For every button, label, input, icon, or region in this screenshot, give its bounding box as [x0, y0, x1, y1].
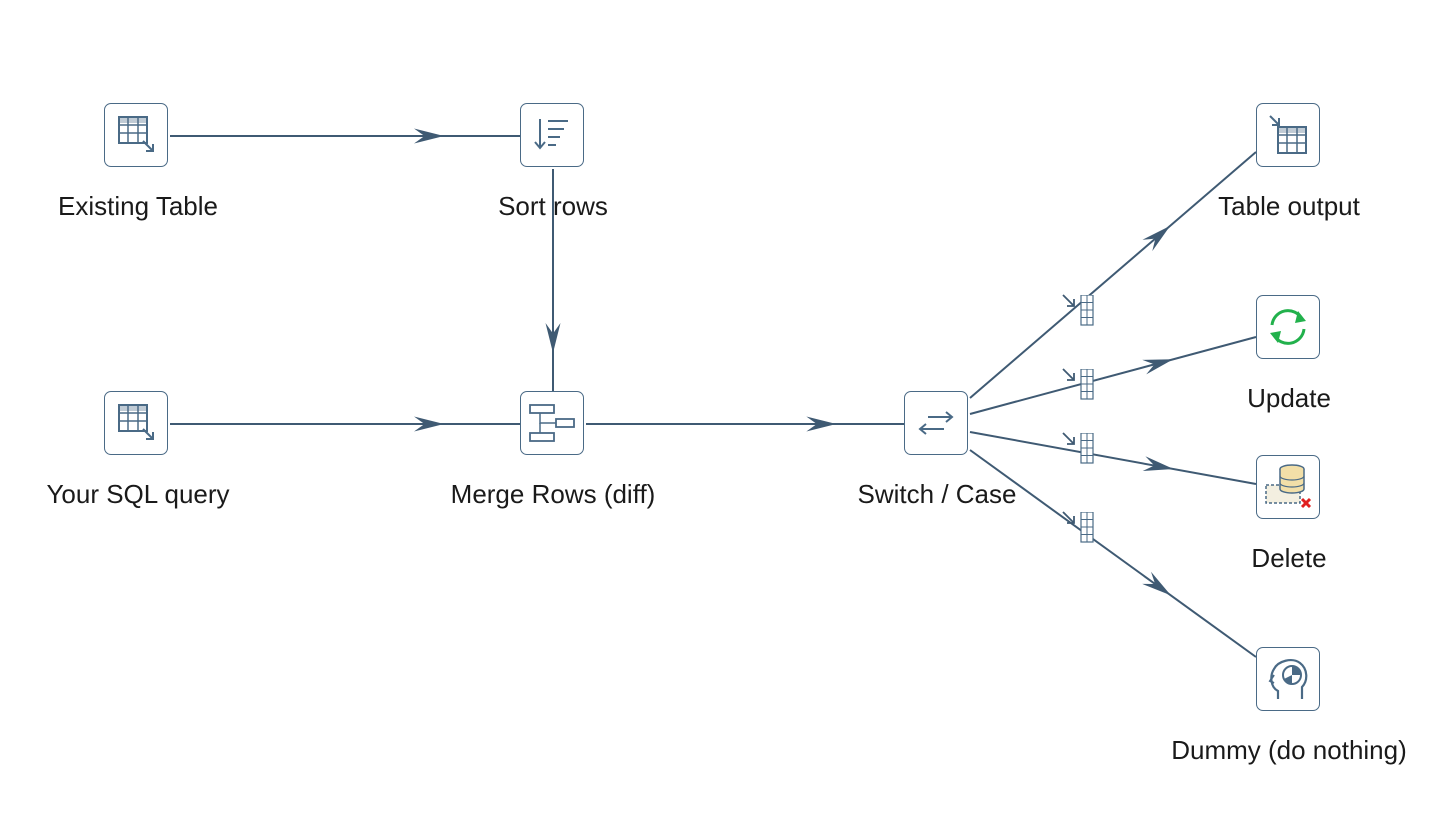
hop-switch-case-to-dummy[interactable]: [969, 449, 1257, 658]
hop-switch-case-to-update[interactable]: [969, 336, 1257, 415]
dummy-head-icon: [1268, 659, 1308, 699]
step-label: Switch / Case: [857, 479, 1017, 509]
table-input-icon: [118, 116, 154, 152]
step-label: Update: [1247, 383, 1331, 413]
step-existing-table[interactable]: [104, 103, 168, 167]
step-dummy[interactable]: [1256, 647, 1320, 711]
hop-arrowhead: [414, 416, 444, 432]
hop-arrowhead: [414, 128, 444, 144]
step-label: Merge Rows (diff): [450, 479, 656, 509]
update-icon: [1270, 309, 1306, 345]
hop-arrowhead: [806, 416, 837, 432]
delete-icon: [1265, 464, 1312, 509]
step-your-sql-query[interactable]: [104, 391, 168, 455]
step-sort-rows[interactable]: [520, 103, 584, 167]
sort-icon: [534, 119, 568, 150]
table-input-icon: [118, 404, 154, 440]
step-label: Delete: [1251, 543, 1327, 573]
hop-arrowhead: [1142, 359, 1174, 375]
step-label: Existing Table: [58, 191, 218, 221]
step-label: Dummy (do nothing): [1171, 735, 1407, 765]
step-switch-case[interactable]: [904, 391, 968, 455]
step-update[interactable]: [1256, 295, 1320, 359]
step-delete[interactable]: [1256, 455, 1320, 519]
copy-rows-icon[interactable]: [1062, 432, 1094, 464]
copy-rows-icon[interactable]: [1062, 511, 1094, 543]
copy-rows-icon[interactable]: [1062, 294, 1094, 326]
step-label: Sort rows: [498, 191, 608, 221]
step-label: Table output: [1218, 191, 1360, 221]
hop-arrowhead: [1142, 225, 1171, 252]
switch-icon: [918, 411, 954, 435]
merge-icon: [529, 404, 575, 442]
table-output-icon: [1269, 115, 1307, 154]
hop-switch-case-to-delete[interactable]: [969, 431, 1257, 485]
hop-arrowhead: [1142, 571, 1171, 596]
step-label: Your SQL query: [46, 479, 230, 509]
hop-arrowhead: [545, 323, 561, 353]
step-table-output[interactable]: [1256, 103, 1320, 167]
hop-switch-case-to-table-output[interactable]: [969, 151, 1257, 399]
step-merge-rows[interactable]: [520, 391, 584, 455]
copy-rows-icon[interactable]: [1062, 368, 1094, 400]
hop-arrowhead: [1142, 456, 1174, 472]
